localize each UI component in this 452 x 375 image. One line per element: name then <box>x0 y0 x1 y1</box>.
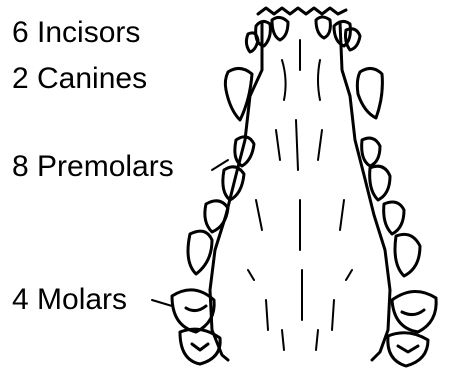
palate-outline <box>210 22 390 360</box>
left-premolar-teeth <box>188 137 254 274</box>
palate-markings <box>248 40 352 350</box>
right-molar-teeth <box>388 291 436 366</box>
right-premolar-teeth <box>362 138 420 276</box>
